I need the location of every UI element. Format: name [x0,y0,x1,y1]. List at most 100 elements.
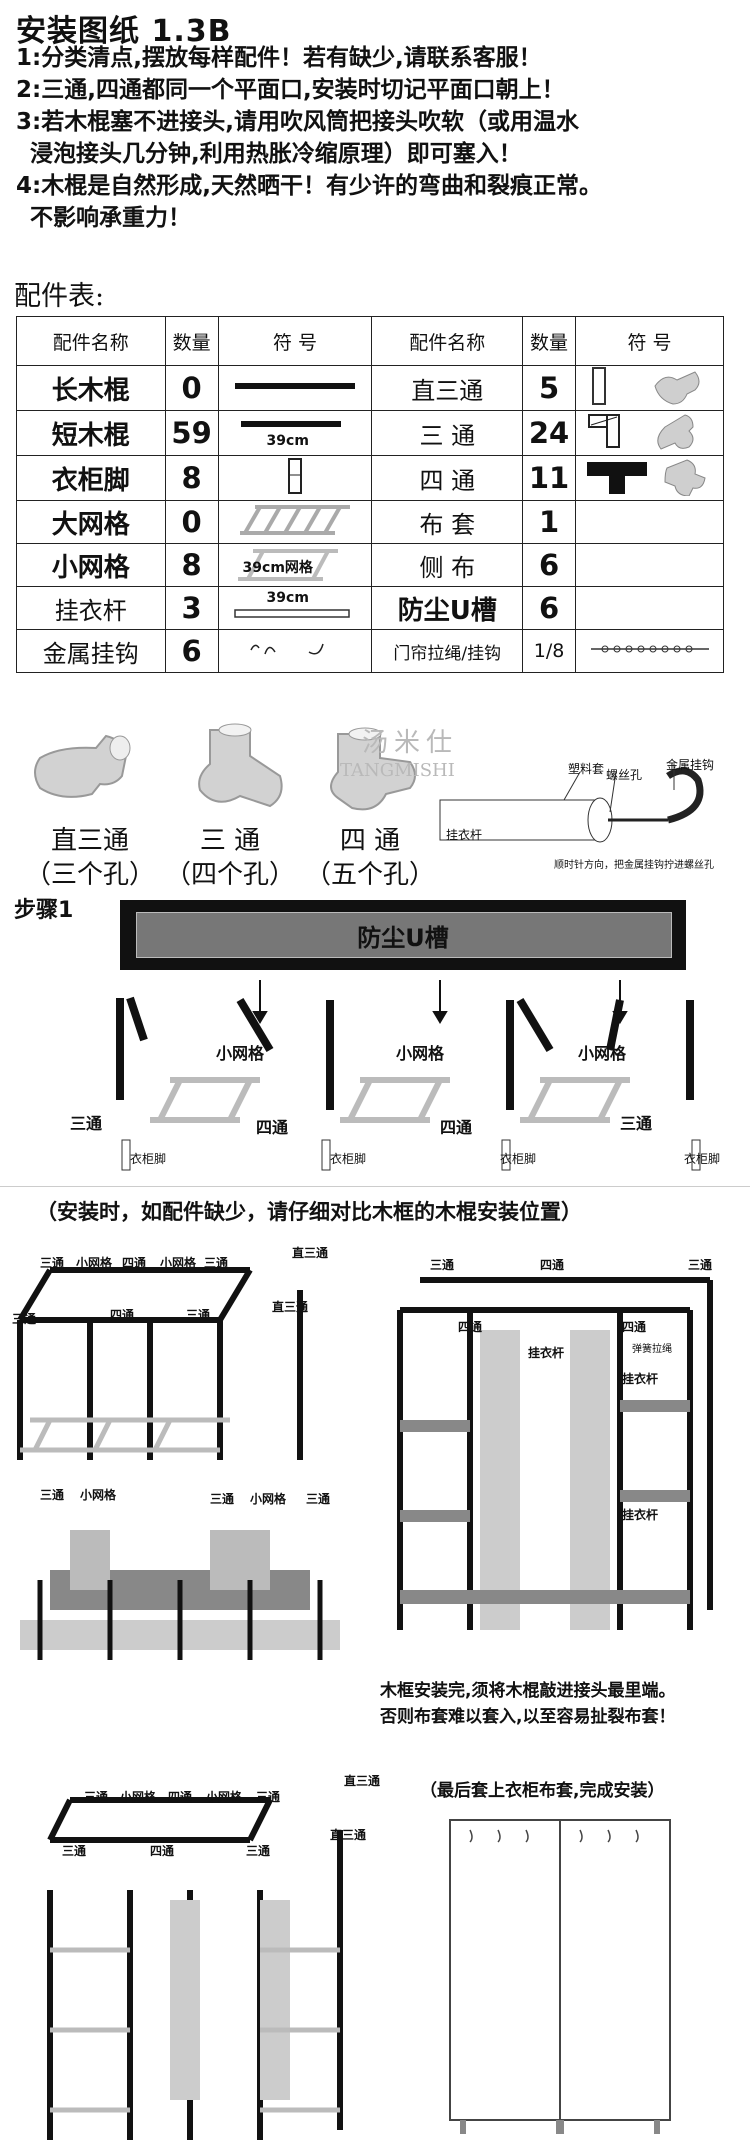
assembly-diagram-right [397,1277,713,1630]
part-qty: 8 [164,455,219,501]
note-4: 4:木棍是自然形成,天然晒干！有少许的弯曲和裂痕正常。 [16,173,602,199]
table-header-row: 配件名称 数量 符 号 配件名称 数量 符 号 [16,316,724,366]
connector-label: 三 通 [199,826,261,856]
part-qty: 3 [164,586,219,630]
part-name: 三 通 [371,410,524,456]
label-grid: 小网格 [80,1488,117,1502]
finished-wardrobe-icon [449,1819,671,2134]
connector-label: 四 通 [339,826,401,856]
label-rod: 挂衣杆 [528,1346,565,1360]
small-grid-dim: 39cm网格 [242,560,313,576]
label-grid: 小网格 [250,1492,287,1506]
label-tee: 三通 [62,1844,87,1858]
parts-table: 配件名称 数量 符 号 配件名称 数量 符 号 长木棍 0 直三通 5 短木棍 … [16,316,724,673]
hanging-rod-symbol: 39cm [217,586,373,630]
part-name: 四 通 [371,455,524,501]
part-name: 挂衣杆 [16,586,166,630]
cross-icon [330,727,416,811]
label-tee: 三通 [40,1488,65,1502]
step-1-label: 步骤1 [14,898,74,923]
cross-label: 四通 [440,1118,473,1137]
connector-holes: （四个孔） [164,860,295,890]
grid-label: 小网格 [396,1044,445,1063]
empty-cell [575,543,724,587]
watermark-cn: 汤米仕 [362,728,459,758]
label-grid: 小网格 [206,1790,243,1804]
empty-cell [575,500,724,544]
part-name: 短木棍 [16,410,166,456]
header-symbol: 符 号 [575,316,724,366]
part-name: 侧 布 [371,543,524,587]
label-cross: 四通 [622,1320,647,1334]
label-tee: 三通 [306,1492,331,1506]
label-tee: 三通 [430,1258,455,1272]
rod-label: 挂衣杆 [446,828,483,842]
watermark-en: TANGMISHI [340,760,455,781]
connector-label: 直三通 [50,826,129,856]
table-row: 金属挂钩 6 门帘拉绳/挂钩 1/8 [16,629,724,673]
assembly-diagram-left [17,1267,340,1660]
tee-label: 三通 [620,1114,653,1133]
label-cross: 四通 [122,1256,147,1270]
label-cross: 四通 [168,1790,193,1804]
curtain-rope-symbol [575,629,724,673]
sleeve-label: 塑料套 [568,762,605,776]
short-rod-symbol: 39cm [217,410,373,456]
foot-symbol [217,455,373,501]
label-tee: 三通 [84,1790,109,1804]
part-name: 衣柜脚 [16,455,166,501]
label-grid: 小网格 [160,1256,197,1270]
label-tee: 三通 [256,1790,281,1804]
long-rod-symbol [217,365,373,411]
tee-icon [198,723,283,808]
note-4-cont: 不影响承重力！ [30,205,191,231]
header-symbol: 符 号 [217,316,373,366]
header-qty: 数量 [522,316,577,366]
part-qty: 0 [164,365,219,411]
part-qty: 5 [522,365,577,411]
u-channel-frame: 防尘U槽 [120,900,686,970]
part-qty: 1 [522,500,577,544]
label-cross: 四通 [110,1308,135,1322]
label-spring: 弹簧拉绳 [632,1344,672,1355]
part-qty: 24 [522,410,577,456]
part-name: 防尘U槽 [371,586,524,630]
label-tee: 三通 [204,1256,229,1270]
part-qty: 59 [164,410,219,456]
foot-label: 衣柜脚 [330,1152,367,1166]
final-note-2: 否则布套难以套入,以至容易扯裂布套！ [380,1707,676,1727]
table-row: 衣柜脚 8 四 通 11 [16,455,724,501]
straight-tee-symbol [575,365,724,411]
header-qty: 数量 [164,316,219,366]
part-name: 金属挂钩 [16,629,166,673]
finish-note: （最后套上衣柜布套,完成安装） [420,1781,665,1801]
u-channel-label: 防尘U槽 [357,924,449,952]
label-tee: 三通 [12,1312,37,1326]
large-grid-symbol [217,500,373,544]
table-row: 小网格 8 39cm网格 侧 布 6 [16,543,724,587]
empty-cell [575,586,724,630]
label-straight: 直三通 [272,1300,309,1314]
label-grid: 小网格 [76,1256,113,1270]
part-name: 大网格 [16,500,166,544]
part-qty: 6 [522,586,577,630]
short-rod-dim: 39cm [266,433,309,449]
hook-caption: 顺时针方向，把金属挂钩拧进螺丝孔 [554,860,714,871]
label-tee: 三通 [210,1492,235,1506]
part-name: 布 套 [371,500,524,544]
part-qty: 6 [164,629,219,673]
note-1: 1:分类清点,摆放每样配件！若有缺少,请联系客服！ [16,45,542,71]
part-qty: 1/8 [522,629,577,673]
parts-list-title: 配件表: [14,281,105,312]
hook-assembly-diagram [439,764,704,843]
label-straight: 直三通 [330,1828,367,1842]
cross-label: 四通 [256,1118,289,1137]
foot-label: 衣柜脚 [500,1152,537,1166]
part-qty: 11 [522,455,577,501]
tee-label: 三通 [70,1114,103,1133]
small-grid-symbol: 39cm网格 [217,543,373,587]
foot-label: 衣柜脚 [684,1152,721,1166]
part-qty: 8 [164,543,219,587]
grid-label: 小网格 [578,1044,627,1063]
part-qty: 0 [164,500,219,544]
